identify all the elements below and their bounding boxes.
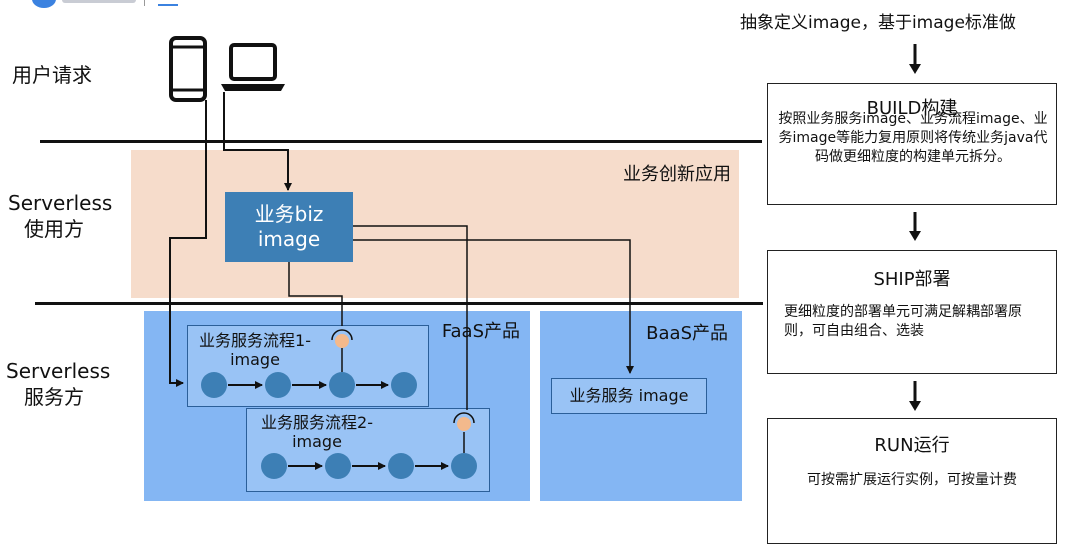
separator-line-bottom <box>35 302 763 305</box>
biz-image-block: 业务biz image <box>225 192 353 262</box>
flow-2-node <box>388 453 414 479</box>
consumer-label-line1: Serverless <box>8 191 113 215</box>
flow-2-title-line1: 业务服务流程2- <box>261 413 373 432</box>
flow-2-node <box>325 453 351 479</box>
build-box: BUILD构建 按照业务服务image、业务流程image、业务image等能力… <box>767 83 1057 205</box>
connector-phone-flow1 <box>169 100 207 387</box>
flow-2-trigger-arc <box>453 412 475 424</box>
flow-1-nodes <box>201 329 417 398</box>
connector-laptop-biz <box>223 92 292 191</box>
flow-2-nodes <box>261 412 477 479</box>
consumer-label: Serverless 使用方 <box>8 190 128 242</box>
provider-label-line2: 服务方 <box>24 385 84 409</box>
connector-biz-service <box>353 239 634 374</box>
flow-1-title-line1: 业务服务流程1- <box>199 331 311 350</box>
brand-mark-icon <box>158 0 178 6</box>
flow-2-box: 业务服务流程2- image <box>246 408 490 492</box>
connector-biz-flow1 <box>288 262 343 326</box>
right-header: 抽象定义image，基于image标准做 <box>740 13 1016 33</box>
build-title: BUILD构建 <box>866 98 958 119</box>
brand-divider <box>144 0 145 6</box>
biz-innovation-title: 业务创新应用 <box>623 164 731 185</box>
biz-image-line2: image <box>257 227 321 251</box>
flow-2-title-line2: image <box>292 432 342 451</box>
flow-1-trigger-arc <box>331 329 353 341</box>
run-title: RUN运行 <box>874 435 950 456</box>
flow-2-node <box>261 453 287 479</box>
ship-desc: 更细粒度的部署单元可满足解耦部署原则，可自由组合、选装 <box>784 304 1022 339</box>
brand-logo-icon <box>32 0 56 8</box>
flow-1-node <box>391 372 417 398</box>
flow-1-title: 业务服务流程1- image <box>190 331 320 369</box>
build-desc: 按照业务服务image、业务流程image、业务image等能力复用原则将传统业… <box>778 111 1048 165</box>
run-box: RUN运行 可按需扩展运行实例，可按量计费 <box>767 418 1057 544</box>
flow-1-box: 业务服务流程1- image <box>187 325 429 407</box>
faas-title: FaaS产品 <box>441 321 520 342</box>
baas-title: BaaS产品 <box>646 323 728 344</box>
flow-1-trigger <box>335 334 349 348</box>
flow-2-node <box>451 453 477 479</box>
ship-box: SHIP部署 更细粒度的部署单元可满足解耦部署原则，可自由组合、选装 <box>767 250 1057 374</box>
ship-title: SHIP部署 <box>873 269 951 290</box>
user-request-label: 用户请求 <box>12 63 92 87</box>
connector-biz-flow2 <box>353 225 468 410</box>
flow-1-node <box>265 372 291 398</box>
flow-1-node <box>201 372 227 398</box>
arrow-down-icon <box>909 64 921 74</box>
phone-icon <box>169 36 207 102</box>
provider-label-line1: Serverless <box>6 359 111 383</box>
laptop-icon <box>221 43 285 91</box>
flow-2-title: 业务服务流程2- image <box>249 413 385 451</box>
flow-1-node <box>329 372 355 398</box>
flow-2-trigger <box>457 417 471 431</box>
brand-logo-text <box>62 0 136 3</box>
consumer-label-line2: 使用方 <box>24 217 84 241</box>
provider-label: Serverless 服务方 <box>6 358 126 410</box>
right-arrows <box>909 44 921 411</box>
flow-1-title-line2: image <box>230 350 280 369</box>
service-image-box: 业务服务 image <box>551 378 707 414</box>
run-desc: 可按需扩展运行实例，可按量计费 <box>807 472 1017 488</box>
arrow-down-icon <box>909 401 921 411</box>
arrow-down-icon <box>909 231 921 241</box>
separator-line-top <box>40 140 762 143</box>
biz-image-line1: 业务biz <box>254 202 324 226</box>
